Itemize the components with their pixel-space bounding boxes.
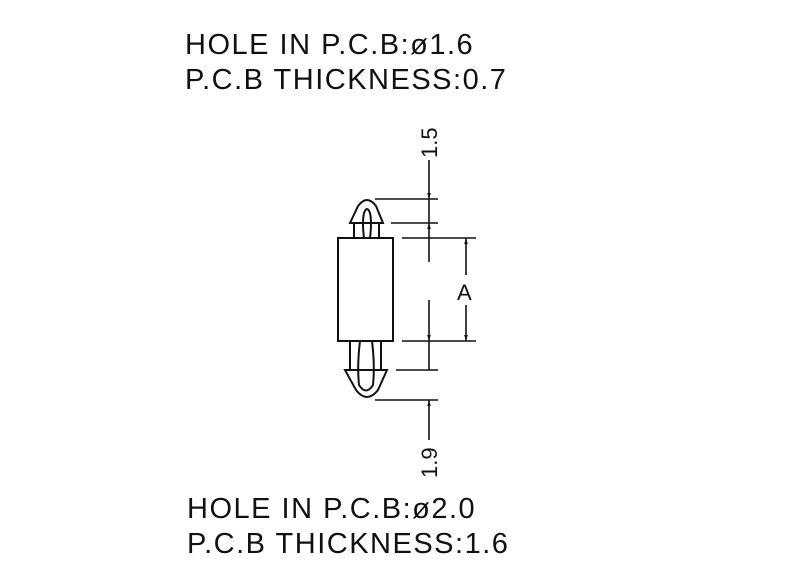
dimension-top-label: 1.5 — [417, 127, 442, 158]
top-snap-head — [348, 199, 385, 224]
dimension-a-label: A — [457, 280, 472, 305]
top-note-line2: P.C.B THICKNESS:0.7 — [185, 64, 507, 96]
top-slot — [362, 208, 372, 239]
bottom-note-line2: P.C.B THICKNESS:1.6 — [187, 528, 509, 560]
spacer-part — [337, 199, 394, 398]
bottom-snap-head — [343, 369, 389, 398]
spacer-body — [337, 237, 394, 342]
top-note-line1: HOLE IN P.C.B:ø1.6 — [185, 29, 474, 61]
bottom-note-line1: HOLE IN P.C.B:ø2.0 — [187, 493, 476, 525]
dimension-lines — [375, 160, 476, 440]
bottom-slot — [357, 340, 375, 392]
dimension-bottom-label: 1.9 — [417, 447, 442, 478]
